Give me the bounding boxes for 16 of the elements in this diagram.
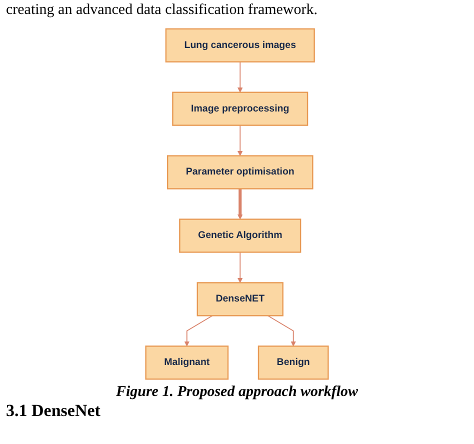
- node-box: DenseNET: [196, 282, 284, 316]
- arrow: [237, 61, 243, 93]
- node-box: Image preprocessing: [172, 92, 308, 126]
- section-heading: 3.1 DenseNet: [5, 401, 102, 421]
- arrow: [237, 188, 243, 220]
- node-box: Parameter optimisation: [166, 155, 314, 190]
- node-box: Benign: [258, 346, 329, 380]
- arrow: [237, 252, 243, 283]
- node-box: Malignant: [145, 346, 229, 380]
- node-box: Genetic Algorithm: [179, 218, 302, 253]
- figure-caption: Figure 1. Proposed approach workflow: [114, 384, 360, 401]
- arrow: [267, 315, 296, 346]
- node-box: Lung cancerous images: [165, 28, 315, 62]
- arrow: [237, 124, 243, 156]
- arrow: [184, 315, 213, 346]
- body-text: creating an advanced data classification framework.: [5, 1, 319, 20]
